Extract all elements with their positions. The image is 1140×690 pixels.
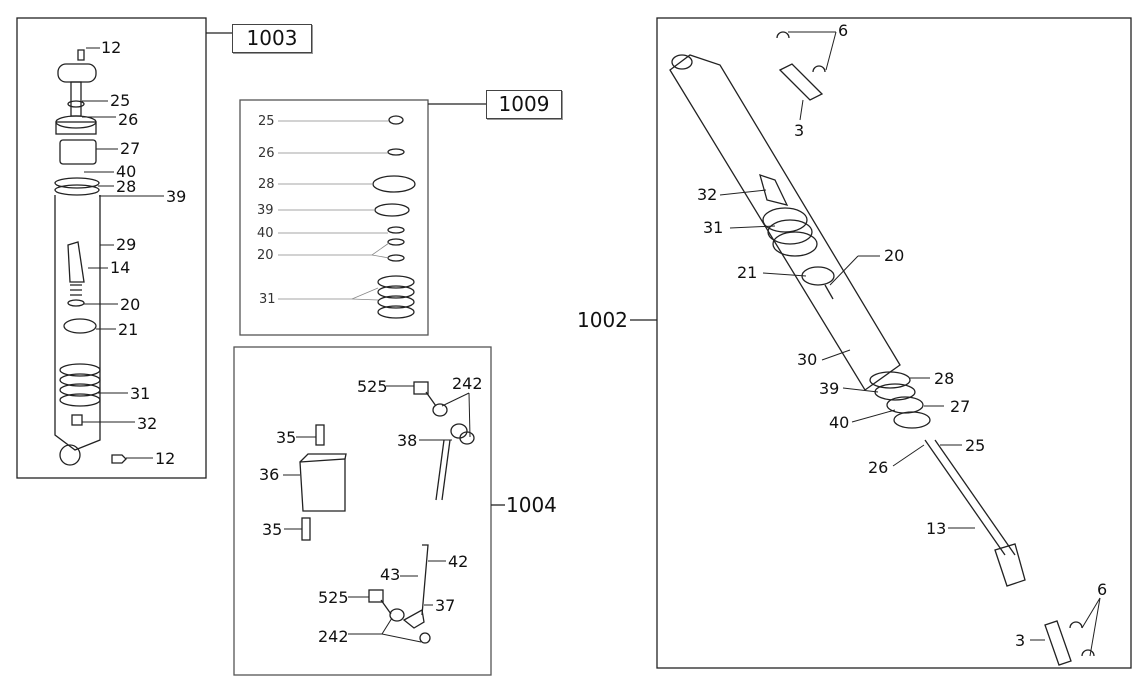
part-label: 26 — [868, 458, 889, 477]
part-label: 28 — [116, 177, 137, 196]
part-label: 242 — [452, 374, 483, 393]
part-label: 12 — [101, 38, 122, 57]
part-label: 32 — [697, 185, 718, 204]
part-label: 39 — [257, 203, 274, 218]
part-label: 27 — [120, 139, 141, 158]
fittings-1004-drawing — [299, 381, 475, 644]
assembly-tag-1004: 1004 — [506, 493, 557, 517]
part-label: 25 — [965, 436, 986, 455]
part-label: 14 — [110, 258, 131, 277]
part-label: 3 — [1015, 631, 1026, 650]
part-label: 40 — [116, 162, 137, 181]
part-label: 38 — [397, 431, 418, 450]
part-label: 242 — [318, 627, 349, 646]
assembly-tag-1003: 1003 — [232, 24, 312, 53]
frame-1009 — [239, 99, 429, 336]
frame-1002 — [656, 17, 1132, 669]
part-label: 35 — [276, 428, 297, 447]
part-label: 25 — [110, 91, 131, 110]
seal-kit-1009-drawing — [372, 115, 416, 319]
part-label: 26 — [258, 146, 275, 161]
part-label: 37 — [435, 596, 456, 615]
part-label: 31 — [703, 218, 724, 237]
frame-1004 — [233, 346, 492, 676]
assembly-tag-1009: 1009 — [486, 90, 562, 119]
part-label: 27 — [950, 397, 971, 416]
cylinder-1002-drawing — [669, 31, 1095, 666]
part-label: 39 — [819, 379, 840, 398]
part-label: 6 — [838, 21, 849, 40]
part-label: 42 — [448, 552, 469, 571]
part-label: 39 — [166, 187, 187, 206]
part-label: 20 — [120, 295, 141, 314]
part-label: 36 — [259, 465, 280, 484]
part-label: 28 — [934, 369, 955, 388]
part-label: 21 — [737, 263, 758, 282]
part-label: 525 — [357, 377, 388, 396]
part-label: 43 — [380, 565, 401, 584]
part-label: 26 — [118, 110, 139, 129]
part-label: 12 — [155, 449, 176, 468]
part-label: 32 — [137, 414, 158, 433]
part-label: 20 — [884, 246, 905, 265]
part-label: 21 — [118, 320, 139, 339]
part-label: 13 — [926, 519, 947, 538]
part-label: 40 — [829, 413, 850, 432]
part-label: 30 — [797, 350, 818, 369]
part-label: 31 — [259, 292, 276, 307]
part-label: 29 — [116, 235, 137, 254]
part-label: 6 — [1097, 580, 1108, 599]
cylinder-1003-drawing — [54, 49, 127, 466]
part-label: 525 — [318, 588, 349, 607]
part-label: 31 — [130, 384, 151, 403]
part-label: 20 — [257, 248, 274, 263]
part-label: 28 — [258, 177, 275, 192]
part-label: 3 — [794, 121, 805, 140]
part-label: 35 — [262, 520, 283, 539]
assembly-tag-1002: 1002 — [577, 308, 628, 332]
frame-1003 — [16, 17, 207, 479]
part-label: 40 — [257, 226, 274, 241]
part-label: 25 — [258, 114, 275, 129]
